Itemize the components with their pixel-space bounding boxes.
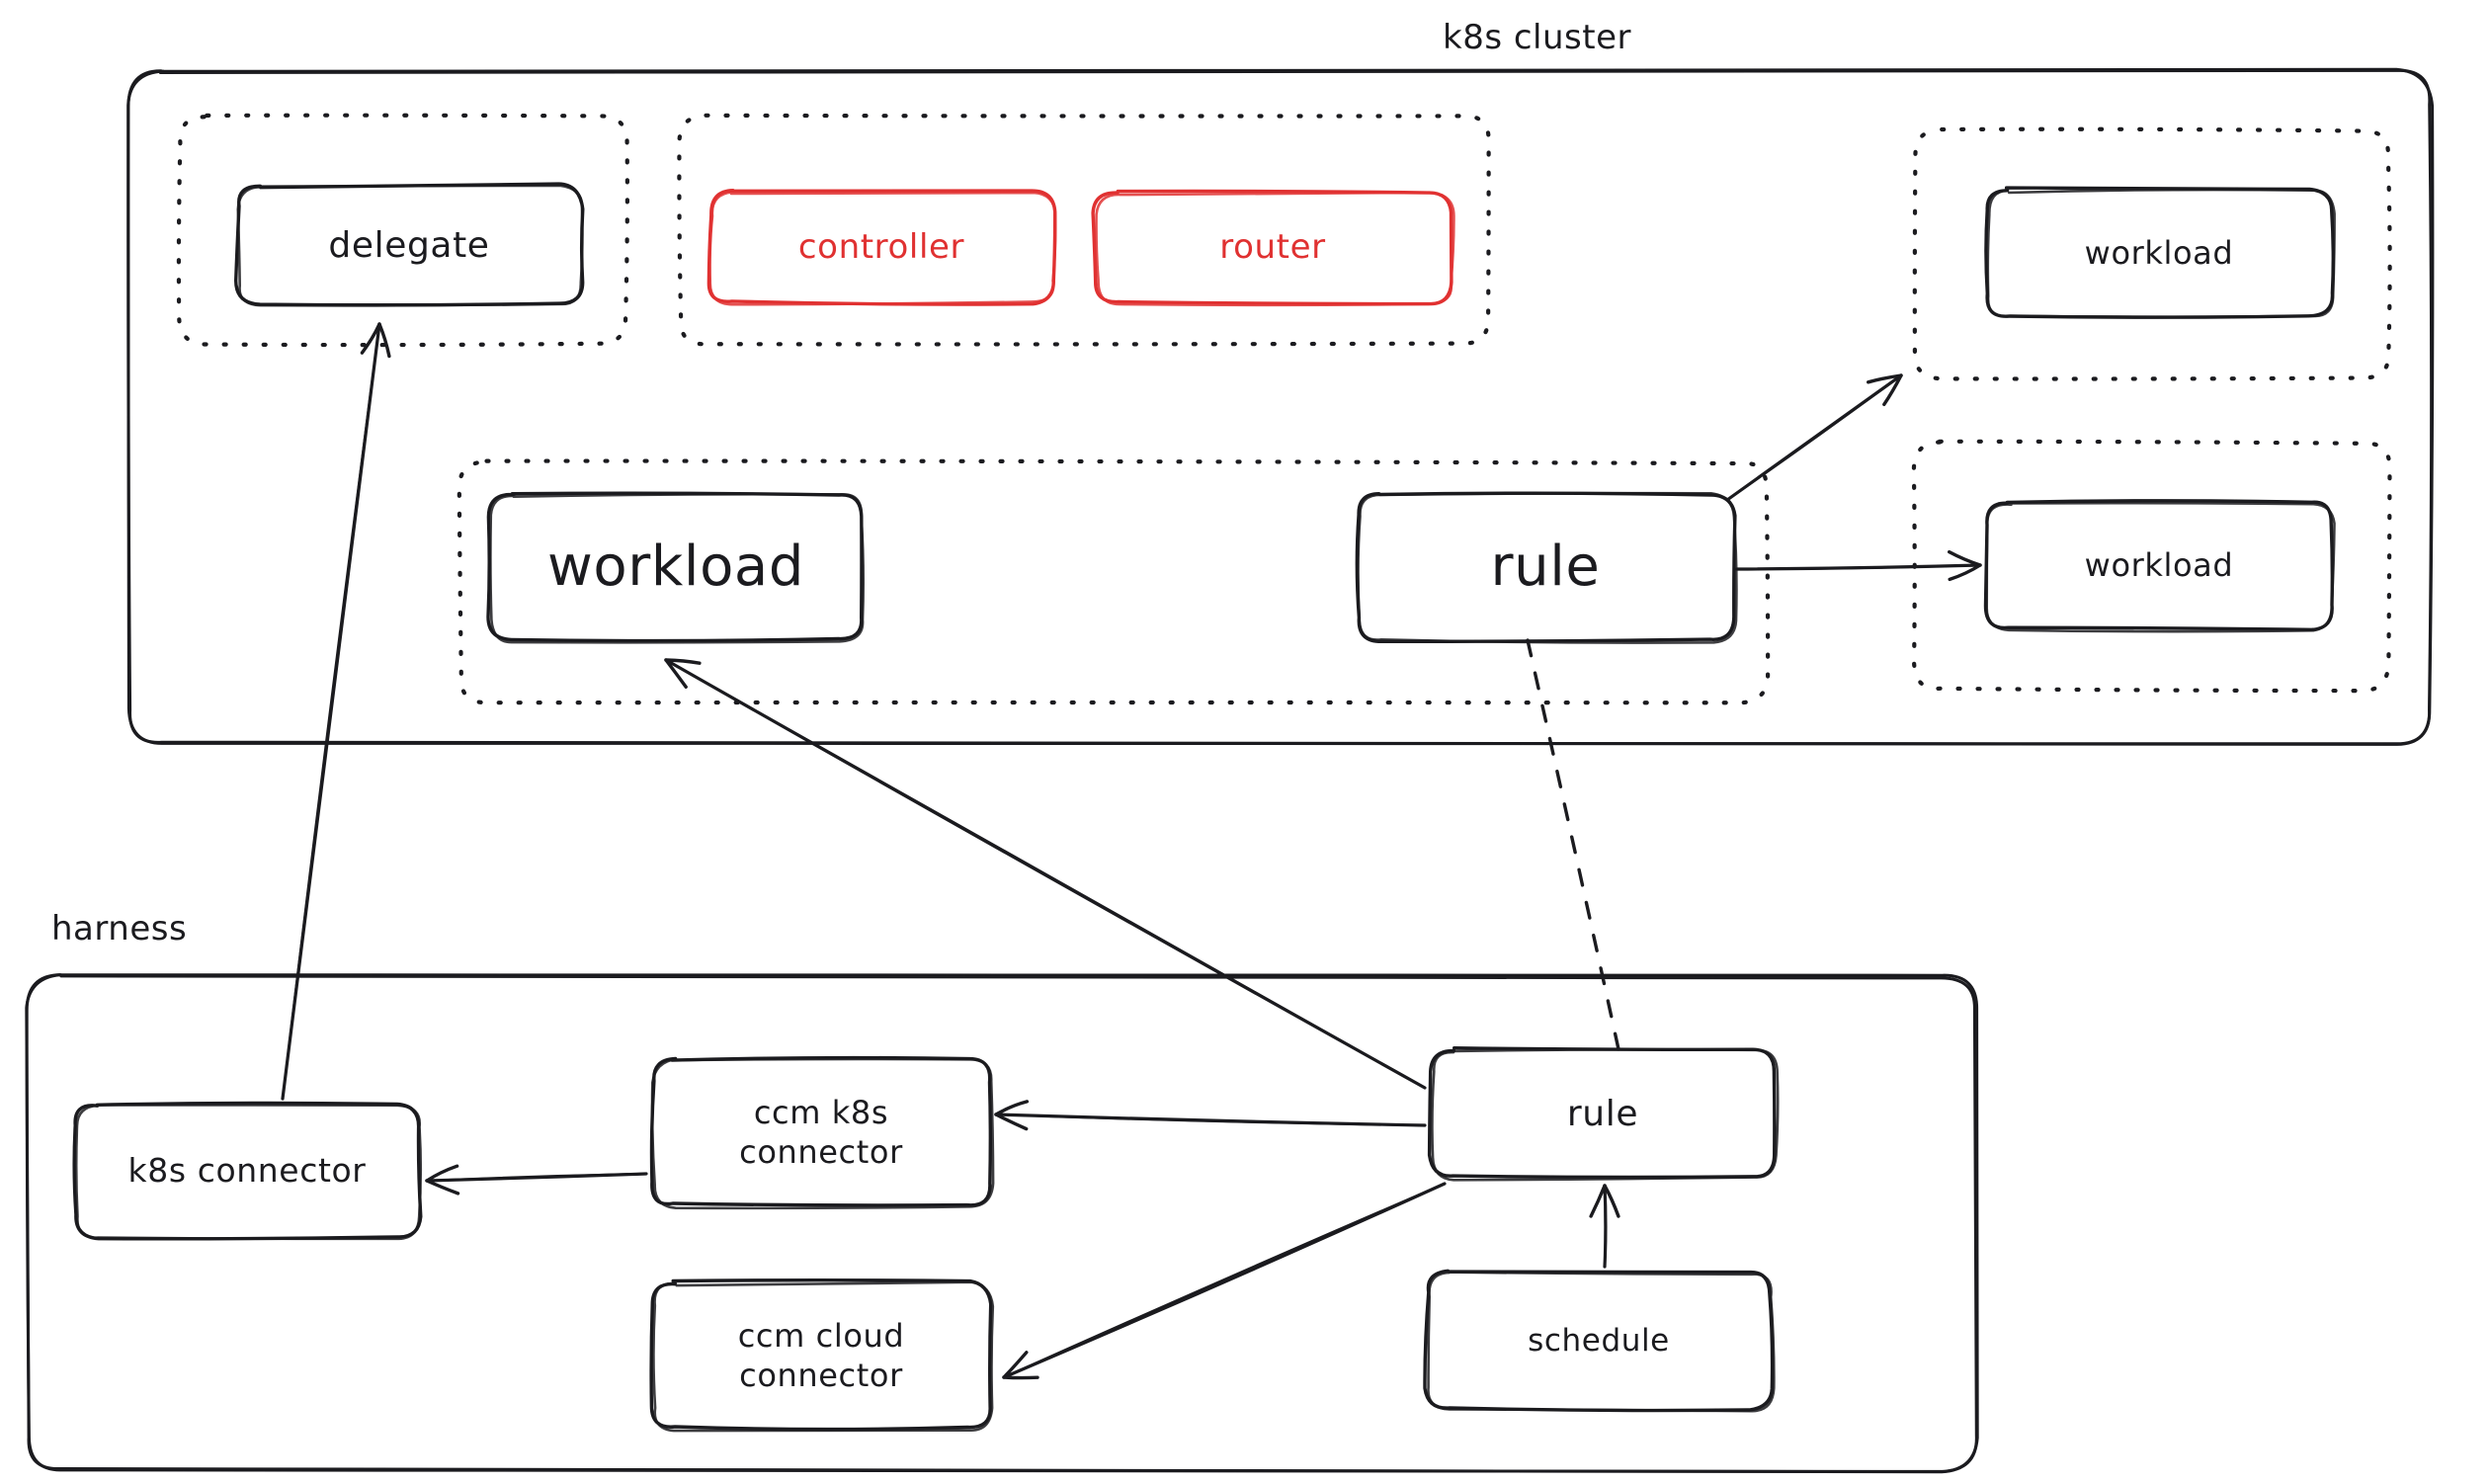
- node-rule-cluster[interactable]: rule: [1358, 494, 1733, 640]
- node-delegate[interactable]: delegate: [237, 186, 581, 304]
- node-label-workload-bottom-right: workload: [2084, 546, 2234, 584]
- node-workload-top-right[interactable]: workload: [1986, 190, 2332, 316]
- node-label-controller: controller: [797, 226, 965, 267]
- node-rule-harness[interactable]: rule: [1431, 1049, 1775, 1178]
- node-label-schedule: schedule: [1528, 1322, 1670, 1359]
- group-label-k8s-cluster: k8s cluster: [1443, 18, 1631, 57]
- node-router[interactable]: router: [1095, 192, 1451, 302]
- node-label-k8s-connector: k8s connector: [127, 1151, 367, 1191]
- node-workload-main[interactable]: workload: [490, 494, 862, 640]
- node-label-router: router: [1219, 226, 1326, 267]
- node-k8s-connector[interactable]: k8s connector: [75, 1105, 419, 1237]
- node-controller[interactable]: controller: [709, 192, 1053, 302]
- node-label-workload-main: workload: [547, 535, 804, 599]
- node-workload-bottom-right[interactable]: workload: [1986, 502, 2332, 628]
- node-schedule[interactable]: schedule: [1427, 1273, 1771, 1409]
- group-label-harness: harness: [51, 909, 188, 948]
- node-label-workload-top-right: workload: [2084, 234, 2234, 272]
- node-label-rule-harness: rule: [1566, 1093, 1639, 1134]
- node-label-rule-cluster: rule: [1490, 535, 1601, 599]
- node-label-delegate: delegate: [328, 224, 490, 266]
